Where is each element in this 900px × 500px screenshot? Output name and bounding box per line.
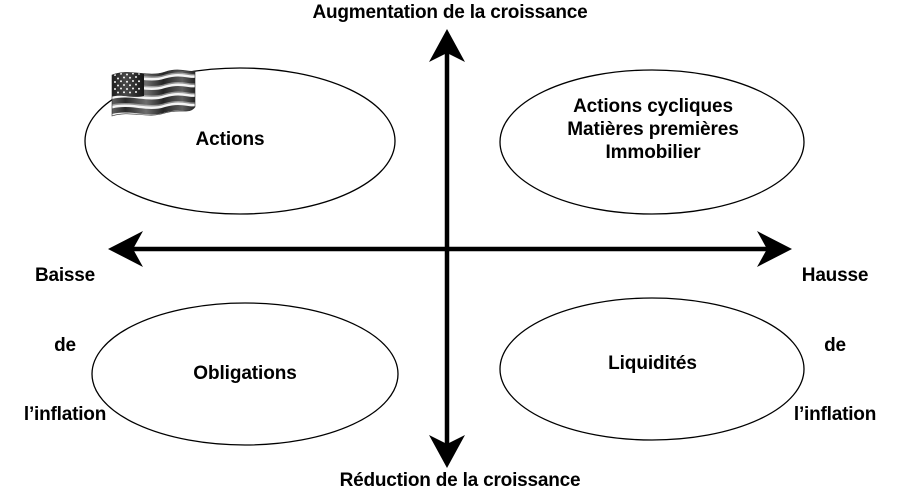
quadrant-label-top-right: Actions cycliques Matières premières Imm… [567,96,739,164]
axis-label-growth-down: Réduction de la croissance [339,470,581,491]
arrowhead-right [757,231,792,267]
axis-label-inflation-high-line1: Hausse [801,265,869,287]
arrowhead-up [429,29,465,62]
axis-label-inflation-low-line3: l’inflation [23,404,107,426]
axis-label-inflation-low-line2: de [54,334,76,356]
axis-label-inflation-high-line2: de [824,334,846,356]
quadrant-label-bottom-left: Obligations [193,363,297,384]
axis-label-inflation-low-line1: Baisse [34,265,96,287]
axis-label-inflation-low: Baisse de l’inflation [2,218,128,473]
arrowhead-down [429,435,465,468]
arrowhead-left [108,231,143,267]
axis-label-growth-up: Augmentation de la croissance [312,2,588,23]
axis-label-inflation-high-line3: l’inflation [793,404,877,426]
axis-label-inflation-high: Hausse de l’inflation [772,218,898,473]
quadrant-label-top-left: Actions [195,129,265,150]
us-flag-icon [111,69,196,117]
quadrant-label-bottom-right: Liquidités [608,353,697,374]
